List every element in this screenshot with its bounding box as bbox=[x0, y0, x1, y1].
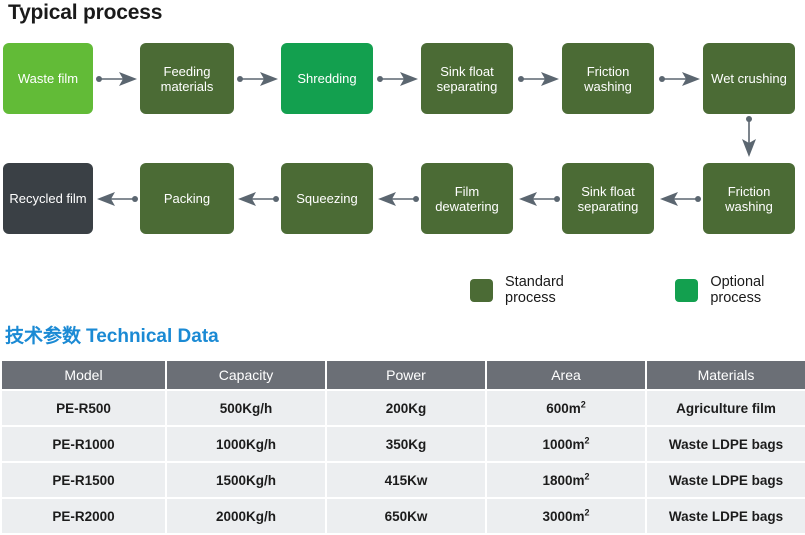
tech-data-heading-cn: 技术参数 bbox=[5, 326, 82, 347]
legend-swatch-optional-icon bbox=[675, 278, 699, 302]
flow-node-packing[interactable]: Packing bbox=[140, 163, 234, 234]
cell-area-value: 3000m bbox=[542, 508, 585, 524]
flow-node-sink-float-separating-2[interactable]: Sink float separating bbox=[562, 163, 654, 234]
cell-capacity: 1000Kg/h bbox=[165, 425, 327, 463]
flow-node-label: Recycled film bbox=[9, 191, 87, 206]
flow-node-film-dewatering[interactable]: Film dewatering bbox=[421, 163, 513, 234]
tech-data-heading-en: Technical Data bbox=[86, 326, 219, 347]
cell-model: PE-R500 bbox=[0, 389, 167, 427]
column-header-capacity[interactable]: Capacity bbox=[165, 361, 327, 390]
table-row: PE-R500 500Kg/h 200Kg 600m2 Agriculture … bbox=[0, 389, 805, 427]
cell-materials: Waste LDPE bags bbox=[645, 461, 805, 499]
table-row: PE-R2000 2000Kg/h 650Kw 3000m2 Waste LDP… bbox=[0, 497, 805, 535]
flow-arrow-right-5 bbox=[659, 70, 701, 88]
process-flow-diagram: Waste film Feeding materials Shredding S… bbox=[0, 38, 805, 288]
cell-capacity: 500Kg/h bbox=[165, 389, 327, 427]
cell-area: 1000m2 bbox=[485, 425, 647, 463]
flow-node-label: Shredding bbox=[297, 71, 357, 86]
flow-arrow-left-5 bbox=[659, 190, 701, 208]
legend-label: Standard process bbox=[505, 274, 564, 306]
flow-node-squeezing[interactable]: Squeezing bbox=[281, 163, 373, 234]
cell-area-value: 600m bbox=[546, 400, 581, 416]
flow-node-label: Squeezing bbox=[296, 191, 358, 206]
cell-area-value: 1800m bbox=[542, 472, 585, 488]
flow-arrow-left-1 bbox=[96, 190, 138, 208]
flow-node-label: Sink float separating bbox=[577, 183, 639, 214]
cell-power: 200Kg bbox=[325, 389, 487, 427]
flow-node-label: Waste film bbox=[17, 71, 79, 86]
cell-area-exponent: 2 bbox=[580, 399, 586, 409]
flow-node-wet-crushing[interactable]: Wet crushing bbox=[703, 43, 795, 114]
flow-node-feeding-materials[interactable]: Feeding materials bbox=[140, 43, 234, 114]
page-title: Typical process bbox=[8, 1, 163, 24]
cell-area-exponent: 2 bbox=[584, 471, 590, 481]
flow-arrow-right-4 bbox=[518, 70, 560, 88]
flow-node-sink-float-separating-1[interactable]: Sink float separating bbox=[421, 43, 513, 114]
cell-area-value: 1000m bbox=[542, 436, 585, 452]
legend-item-standard: Standard process bbox=[470, 274, 604, 306]
flow-node-recycled-film[interactable]: Recycled film bbox=[3, 163, 93, 234]
cell-power: 350Kg bbox=[325, 425, 487, 463]
cell-area: 3000m2 bbox=[485, 497, 647, 535]
flow-node-label: Feeding materials bbox=[160, 63, 214, 94]
cell-capacity: 1500Kg/h bbox=[165, 461, 327, 499]
tech-data-table: Model Capacity Power Area Materials PE-R… bbox=[0, 361, 805, 535]
legend-item-optional: Optional process bbox=[675, 274, 805, 306]
flow-node-label: Film dewatering bbox=[435, 183, 499, 214]
column-header-power[interactable]: Power bbox=[325, 361, 487, 390]
flow-arrow-right-1 bbox=[96, 70, 138, 88]
flow-node-label: Sink float separating bbox=[436, 63, 498, 94]
flow-node-label: Packing bbox=[163, 191, 211, 206]
cell-model: PE-R1500 bbox=[0, 461, 167, 499]
flow-node-shredding[interactable]: Shredding bbox=[281, 43, 373, 114]
flow-arrow-left-4 bbox=[518, 190, 560, 208]
column-header-area[interactable]: Area bbox=[485, 361, 647, 390]
flow-node-label: Friction washing bbox=[725, 183, 773, 214]
cell-model: PE-R1000 bbox=[0, 425, 167, 463]
column-header-materials[interactable]: Materials bbox=[645, 361, 805, 390]
table-row: PE-R1500 1500Kg/h 415Kw 1800m2 Waste LDP… bbox=[0, 461, 805, 499]
cell-area-exponent: 2 bbox=[584, 507, 590, 517]
cell-power: 415Kw bbox=[325, 461, 487, 499]
table-row: PE-R1000 1000Kg/h 350Kg 1000m2 Waste LDP… bbox=[0, 425, 805, 463]
cell-power: 650Kw bbox=[325, 497, 487, 535]
flow-arrow-down bbox=[740, 116, 758, 158]
cell-area-exponent: 2 bbox=[584, 435, 590, 445]
cell-materials: Waste LDPE bags bbox=[645, 497, 805, 535]
flow-arrow-left-2 bbox=[237, 190, 279, 208]
flow-arrow-right-2 bbox=[237, 70, 279, 88]
cell-area: 1800m2 bbox=[485, 461, 647, 499]
flow-node-friction-washing-2[interactable]: Friction washing bbox=[703, 163, 795, 234]
flow-arrow-right-3 bbox=[377, 70, 419, 88]
flow-arrow-left-3 bbox=[377, 190, 419, 208]
cell-capacity: 2000Kg/h bbox=[165, 497, 327, 535]
legend-label: Optional process bbox=[710, 274, 765, 306]
flow-node-waste-film[interactable]: Waste film bbox=[3, 43, 93, 114]
flow-node-label: Wet crushing bbox=[711, 71, 787, 86]
cell-model: PE-R2000 bbox=[0, 497, 167, 535]
flow-node-label: Friction washing bbox=[584, 63, 632, 94]
cell-materials: Waste LDPE bags bbox=[645, 425, 805, 463]
process-legend: Standard process Optional process bbox=[470, 274, 805, 306]
table-header-row: Model Capacity Power Area Materials bbox=[0, 361, 805, 390]
cell-area: 600m2 bbox=[485, 389, 647, 427]
column-header-model[interactable]: Model bbox=[0, 361, 167, 390]
cell-materials: Agriculture film bbox=[645, 389, 805, 427]
flow-node-friction-washing-1[interactable]: Friction washing bbox=[562, 43, 654, 114]
legend-swatch-standard-icon bbox=[470, 278, 493, 302]
